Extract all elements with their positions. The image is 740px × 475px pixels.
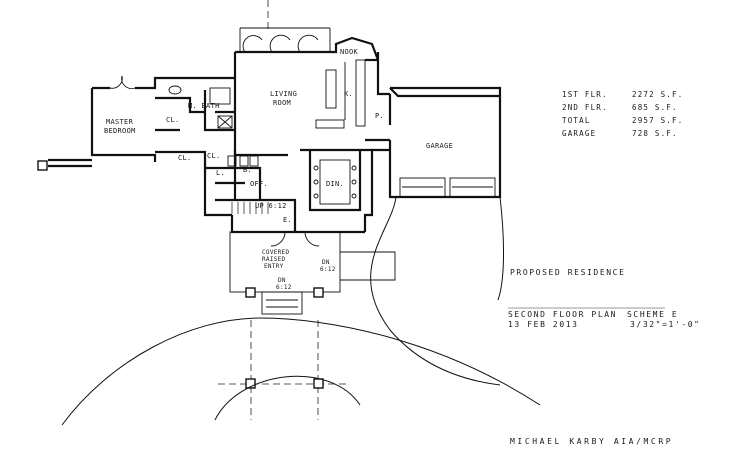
title-block: PROPOSED RESIDENCE SECOND FLOOR PLAN SCH…	[508, 268, 701, 446]
label-pantry: P.	[375, 112, 384, 120]
label-entry: E.	[283, 216, 292, 224]
label-dining: DIN.	[326, 180, 344, 188]
sheet-title: SECOND FLOOR PLAN	[508, 310, 617, 319]
area-label-2nd: 2ND FLR.	[562, 103, 608, 112]
sheet-date: 13 FEB 2013	[508, 320, 579, 329]
area-value-total: 2957 S.F.	[632, 116, 683, 125]
project-title: PROPOSED RESIDENCE	[510, 268, 626, 277]
axis-lines	[218, 0, 350, 420]
area-value-garage: 728 S.F.	[632, 129, 678, 138]
area-label-total: TOTAL	[562, 116, 591, 125]
designer-signature: MICHAEL KARBY AIA/MCRP	[510, 437, 673, 446]
label-closet-small: CL.	[207, 152, 221, 160]
label-garage: GARAGE	[426, 142, 453, 150]
label-office: OFF.	[250, 180, 268, 188]
area-label-garage: GARAGE	[562, 129, 596, 138]
scheme-label: SCHEME E	[627, 310, 678, 319]
area-label-1st: 1ST FLR.	[562, 90, 608, 99]
label-master-bath: M. BATH	[188, 102, 220, 110]
label-closet-hall: CL.	[178, 154, 192, 162]
label-stair-up: UP 6:12	[255, 202, 287, 210]
area-value-1st: 2272 S.F.	[632, 90, 683, 99]
label-nook: NOOK	[340, 48, 359, 56]
sheet-scale: 3/32"=1'-0"	[630, 320, 701, 329]
interior-details	[109, 27, 496, 315]
label-kitchen: K.	[344, 90, 353, 98]
area-schedule: 1ST FLR. 2272 S.F. 2ND FLR. 685 S.F. TOT…	[562, 90, 683, 138]
label-laundry: L.	[216, 169, 225, 177]
label-bath: B.	[243, 166, 252, 174]
area-value-2nd: 685 S.F.	[632, 103, 678, 112]
site-curves	[61, 196, 541, 426]
posts	[37, 160, 324, 389]
label-closet-master: CL.	[166, 116, 180, 124]
